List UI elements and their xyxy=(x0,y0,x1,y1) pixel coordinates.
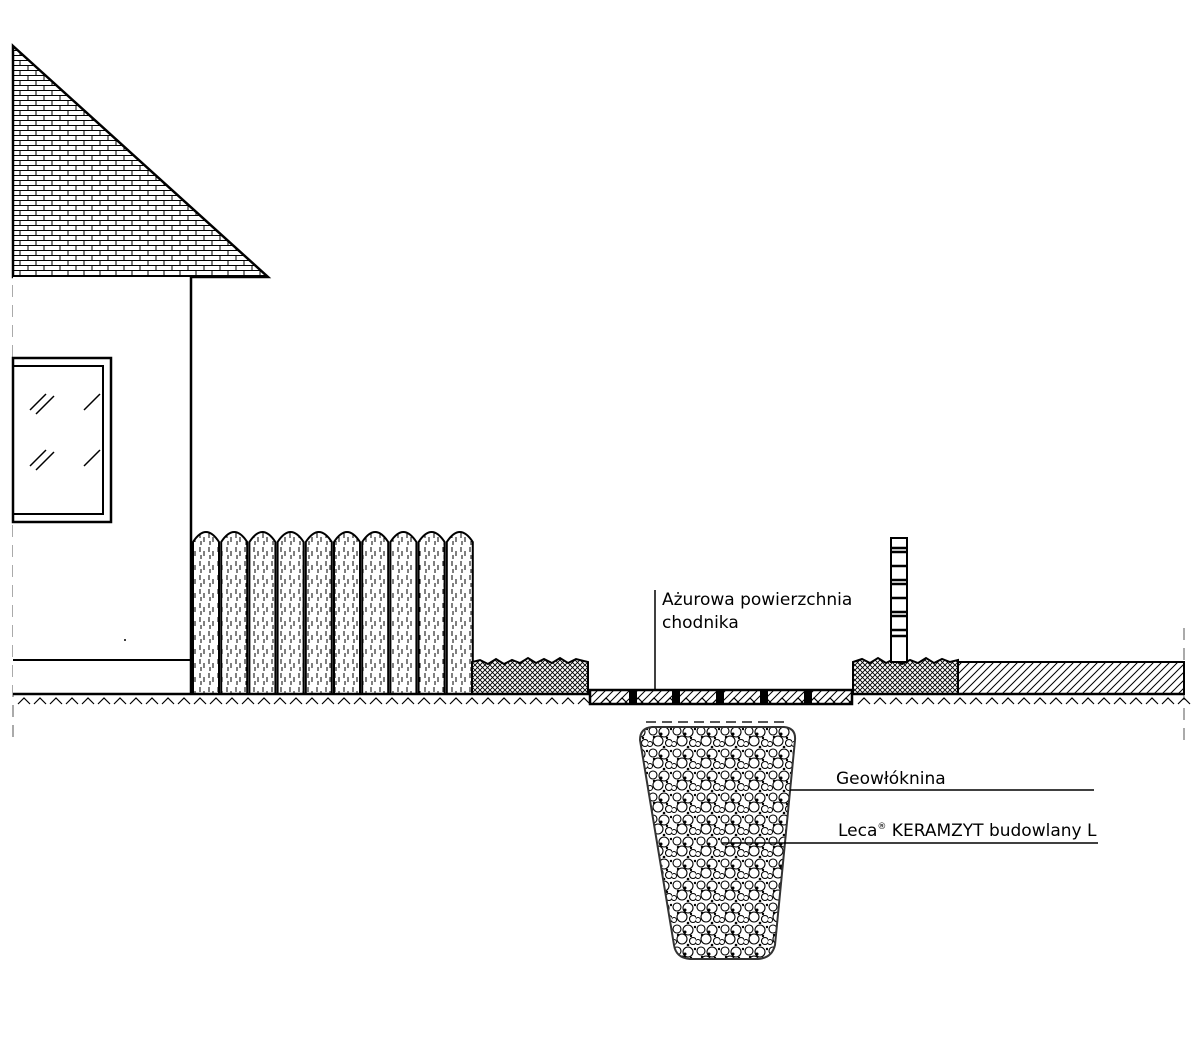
fence-picket xyxy=(389,531,418,695)
gravel-border-right xyxy=(852,656,959,695)
fence-picket xyxy=(417,531,446,695)
registered-mark: ® xyxy=(877,822,887,832)
leca-brand: Leca xyxy=(838,821,878,841)
gravel-border-left xyxy=(471,656,589,695)
hatched-ground-right xyxy=(957,661,1185,695)
fence-picket xyxy=(333,531,361,695)
fence-picket xyxy=(361,531,390,695)
striped-post xyxy=(890,537,908,663)
house-roof xyxy=(11,43,272,279)
ground-hatch xyxy=(17,697,1191,705)
fence-picket xyxy=(276,531,305,695)
surface-label: Ażurowa powierzchnia chodnika xyxy=(662,589,852,635)
surface-label-line1: Ażurowa powierzchnia xyxy=(662,590,853,610)
geotextile-label: Geowłóknina xyxy=(836,769,946,789)
ground-hatch-ticks xyxy=(17,697,1191,705)
fence-picket xyxy=(445,531,474,695)
leca-label: Leca® KERAMZYT budowlany L xyxy=(838,820,1096,843)
leca-trench xyxy=(638,726,797,960)
openwork-pavement xyxy=(588,688,854,706)
house-window xyxy=(11,356,113,524)
fence-picket xyxy=(220,531,249,695)
fence-picket xyxy=(304,531,333,695)
leca-product: KERAMZYT budowlany L xyxy=(886,821,1097,841)
wall-dot xyxy=(124,639,126,641)
surface-label-line2: chodnika xyxy=(662,613,739,633)
wooden-fence xyxy=(192,531,474,695)
fence-picket xyxy=(248,531,277,695)
fence-picket xyxy=(192,531,220,695)
